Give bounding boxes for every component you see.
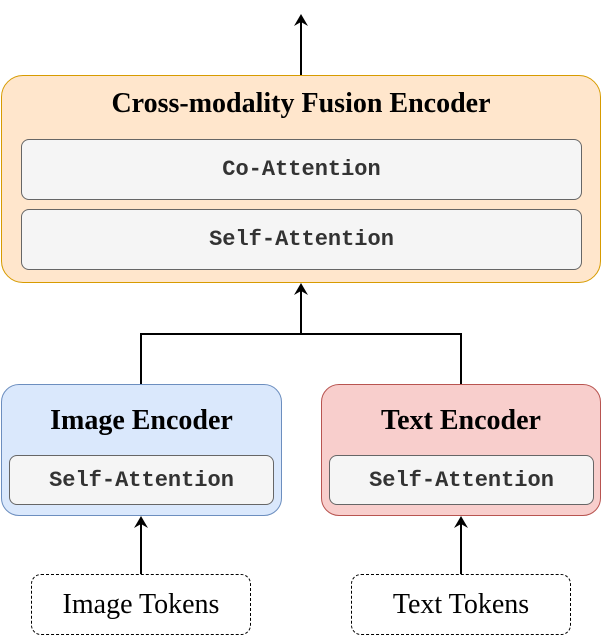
image-encoder-connector bbox=[140, 333, 301, 384]
image-self-attention-layer: Self-Attention bbox=[9, 455, 274, 505]
image-encoder-block: Image Encoder Self-Attention bbox=[1, 384, 282, 516]
fusion-self-attention-layer: Self-Attention bbox=[21, 209, 582, 270]
fusion-encoder-title: Cross-modality Fusion Encoder bbox=[111, 88, 491, 119]
text-encoder-title: Text Encoder bbox=[381, 405, 541, 436]
text-tokens-input: Text Tokens bbox=[351, 574, 571, 635]
text-encoder-block: Text Encoder Self-Attention bbox=[321, 384, 601, 516]
co-attention-layer: Co-Attention bbox=[21, 139, 582, 200]
text-self-attention-layer: Self-Attention bbox=[329, 455, 594, 505]
image-tokens-input: Image Tokens bbox=[31, 574, 251, 635]
fusion-encoder-block: Cross-modality Fusion Encoder Co-Attenti… bbox=[1, 75, 601, 283]
image-encoder-title: Image Encoder bbox=[50, 405, 233, 436]
text-encoder-connector bbox=[301, 333, 462, 384]
